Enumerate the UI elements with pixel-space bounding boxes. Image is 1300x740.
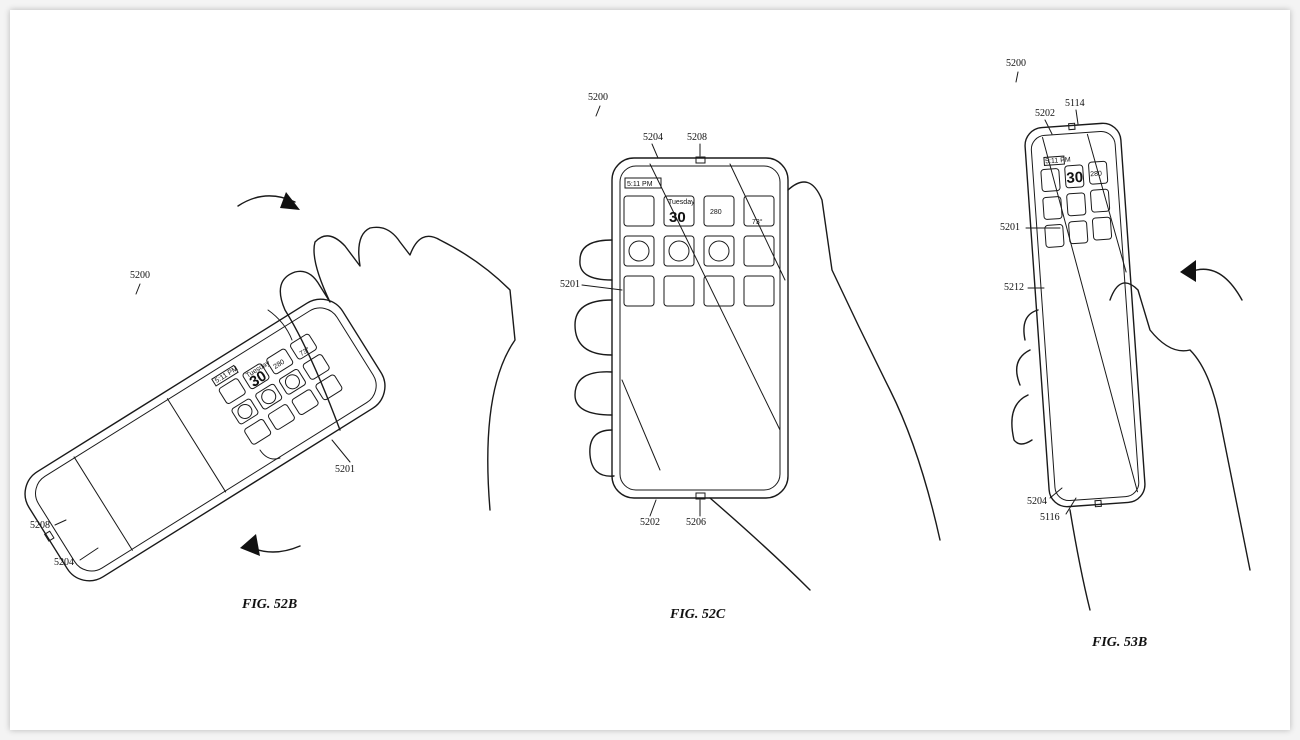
ref-display: 5201: [560, 279, 580, 290]
phone-53b: 5:11 PM 30 280: [1024, 120, 1147, 510]
arrow-head-icon: [280, 192, 300, 210]
phone-52b: 5:11 PM Tuesday 30 280 73°: [14, 289, 394, 591]
sensor-bottom: [1095, 500, 1101, 506]
status-time: 5:11 PM: [1045, 157, 1071, 166]
ref-edge-bottom: 5204: [1027, 496, 1047, 507]
ref-sensor-bottom: 5116: [1040, 512, 1060, 523]
mail-icon: [664, 276, 694, 306]
swipe-arrow-icon: [260, 450, 280, 459]
maps-badge: 280: [710, 209, 722, 216]
hand-52c: [788, 182, 940, 540]
figure-52c: 5:11 PM Tuesday 30 280 73°: [560, 92, 940, 622]
figure-52b: 5:11 PM Tuesday 30 280 73°: [14, 192, 515, 612]
calendar-date: 30: [669, 209, 686, 226]
hand-53b: [1110, 283, 1250, 570]
status-time: 5:11 PM: [627, 181, 653, 188]
ref-side: 5212: [1004, 282, 1024, 293]
phone-52c: [612, 158, 788, 498]
voice-memo-icon: [744, 236, 774, 266]
music-icon: [278, 368, 306, 395]
music-icon: [1090, 189, 1109, 212]
camera-icon: [704, 276, 734, 306]
ref-edge-bottom: 5202: [640, 517, 660, 528]
video-camera-icon: [244, 418, 272, 445]
phone-icon: [744, 276, 774, 306]
rotate-arrow-icon: [1190, 269, 1242, 300]
ref-display: 5201: [1000, 222, 1020, 233]
app-store-icon: [1067, 193, 1086, 216]
sensor-top: [1069, 123, 1075, 129]
mail-icon: [267, 404, 295, 431]
ref-sensor-top: 5114: [1065, 98, 1085, 109]
ref-device: 5200: [588, 92, 608, 103]
ref-sensor-top: 5208: [687, 132, 707, 143]
caption-52c: FIG. 52C: [669, 607, 726, 622]
camera-icon: [1092, 217, 1111, 240]
video-camera-icon: [624, 276, 654, 306]
ref-edge-top: 5204: [643, 132, 663, 143]
weather-temp: 73°: [752, 218, 763, 226]
patent-drawing: 5:11 PM Tuesday 30 280 73°: [10, 10, 1290, 730]
ref-edge: 5204: [54, 557, 74, 568]
messages-icon: [624, 196, 654, 226]
figure-53b: 5:11 PM 30 280 5200 5202 5114 5201 5212: [1000, 58, 1250, 650]
voice-memo-icon: [302, 354, 330, 381]
ref-display: 5201: [335, 464, 355, 475]
ref-device: 5200: [130, 270, 150, 281]
arrow-head-icon: [1180, 260, 1196, 282]
patent-sheet: 5:11 PM Tuesday 30 280 73°: [10, 10, 1290, 730]
ref-device: 5200: [1006, 58, 1026, 69]
hand-52b: [280, 227, 515, 510]
maps-badge: 280: [1090, 170, 1102, 178]
mail-icon: [1068, 221, 1087, 244]
clock-icon: [231, 398, 259, 425]
ref-sensor: 5208: [30, 520, 50, 531]
messages-icon: [1041, 168, 1060, 191]
arrow-head-icon: [240, 534, 260, 556]
calendar-day: Tuesday: [668, 199, 695, 206]
ref-sensor-bottom: 5206: [686, 517, 706, 528]
caption-52b: FIG. 52B: [241, 597, 297, 612]
caption-53b: FIG. 53B: [1091, 635, 1147, 650]
camera-icon: [291, 389, 319, 416]
calendar-date: 30: [1066, 169, 1084, 187]
ref-edge-top: 5202: [1035, 108, 1055, 119]
